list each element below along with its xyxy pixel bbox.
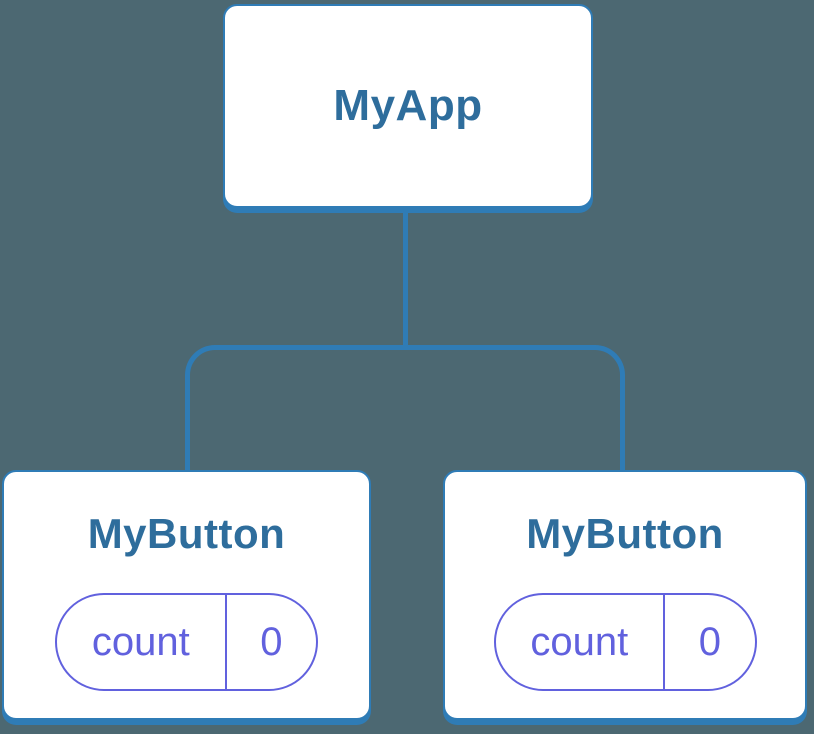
state-key-label: count	[57, 595, 227, 690]
component-node-child-right: MyButton count 0	[443, 470, 807, 720]
state-value: 0	[260, 619, 283, 664]
child-node-label: MyButton	[87, 510, 286, 557]
state-pill: count 0	[55, 593, 318, 692]
connector-bracket	[185, 345, 625, 470]
state-value: 0	[698, 619, 721, 664]
component-node-root: MyApp	[223, 4, 593, 208]
child-node-label: MyButton	[526, 510, 724, 557]
root-node-label: MyApp	[333, 81, 483, 130]
state-key-label: count	[496, 595, 666, 690]
component-node-child-left: MyButton count 0	[2, 470, 371, 720]
connector-stem	[403, 211, 408, 347]
state-pill: count 0	[493, 593, 757, 692]
